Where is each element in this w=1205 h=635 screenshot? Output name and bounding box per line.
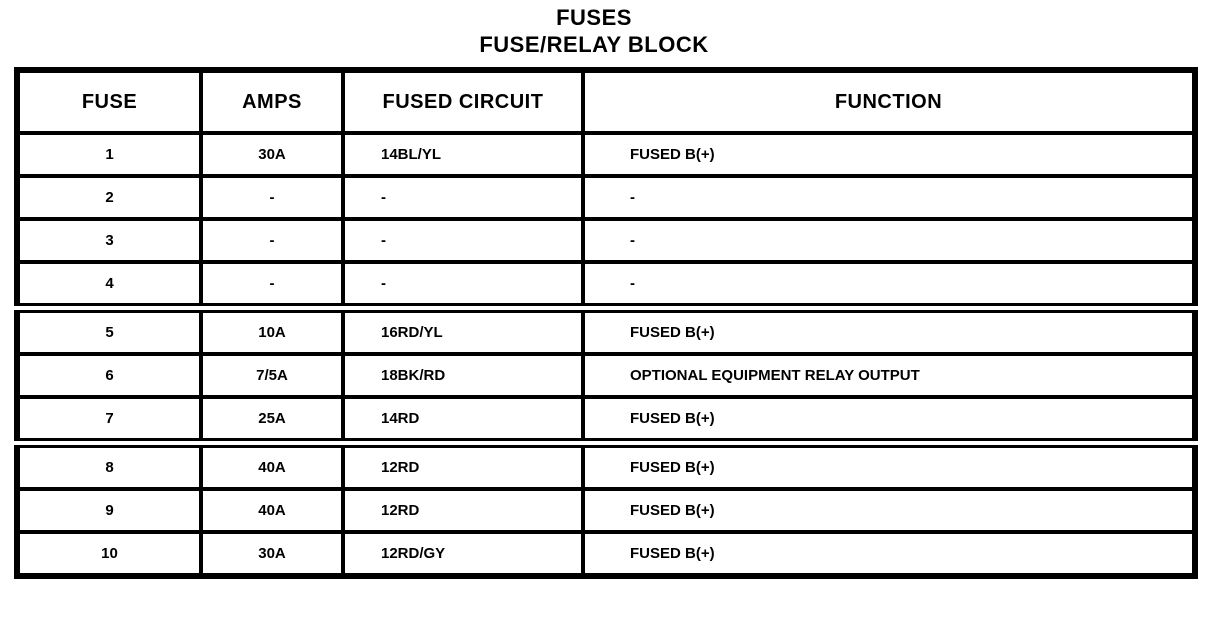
- function-cell: OPTIONAL EQUIPMENT RELAY OUTPUT: [581, 352, 1197, 399]
- fused-circuit-cell: 14BL/YL: [341, 131, 585, 178]
- function-cell: FUSED B(+): [581, 131, 1197, 178]
- amps-cell: 25A: [199, 395, 345, 445]
- table-header-row: FUSE AMPS FUSED CIRCUIT FUNCTION: [15, 68, 1197, 135]
- fuse-number-cell: 5: [15, 303, 203, 356]
- column-header-function: FUNCTION: [581, 68, 1197, 135]
- column-header-amps: AMPS: [199, 68, 345, 135]
- function-cell: FUSED B(+): [581, 530, 1197, 578]
- function-cell: FUSED B(+): [581, 395, 1197, 445]
- page-title: FUSES FUSE/RELAY BLOCK: [14, 5, 1174, 59]
- amps-cell: 30A: [199, 131, 345, 178]
- function-cell: FUSED B(+): [581, 438, 1197, 491]
- table-row: 3 - - -: [15, 217, 1197, 264]
- fused-circuit-cell: -: [341, 260, 585, 310]
- function-cell: FUSED B(+): [581, 303, 1197, 356]
- fused-circuit-cell: -: [341, 217, 585, 264]
- table-row: 9 40A 12RD FUSED B(+): [15, 487, 1197, 534]
- column-header-fused-circuit: FUSED CIRCUIT: [341, 68, 585, 135]
- table-row: 10 30A 12RD/GY FUSED B(+): [15, 530, 1197, 578]
- fused-circuit-cell: 14RD: [341, 395, 585, 445]
- amps-cell: 10A: [199, 303, 345, 356]
- column-header-fuse: FUSE: [15, 68, 203, 135]
- amps-cell: 40A: [199, 438, 345, 491]
- title-line-fuses: FUSES: [556, 5, 632, 30]
- fused-circuit-cell: 12RD: [341, 438, 585, 491]
- fuse-number-cell: 6: [15, 352, 203, 399]
- fused-circuit-cell: 12RD/GY: [341, 530, 585, 578]
- table-row: 5 10A 16RD/YL FUSED B(+): [15, 303, 1197, 356]
- fuse-number-cell: 3: [15, 217, 203, 264]
- amps-cell: 7/5A: [199, 352, 345, 399]
- table-row: 6 7/5A 18BK/RD OPTIONAL EQUIPMENT RELAY …: [15, 352, 1197, 399]
- fused-circuit-cell: 12RD: [341, 487, 585, 534]
- fused-circuit-cell: 16RD/YL: [341, 303, 585, 356]
- table-row: 1 30A 14BL/YL FUSED B(+): [15, 131, 1197, 178]
- table-row: 7 25A 14RD FUSED B(+): [15, 395, 1197, 445]
- fused-circuit-cell: -: [341, 174, 585, 221]
- fuse-number-cell: 9: [15, 487, 203, 534]
- fuse-number-cell: 4: [15, 260, 203, 310]
- fuse-number-cell: 1: [15, 131, 203, 178]
- function-cell: -: [581, 174, 1197, 221]
- function-cell: -: [581, 217, 1197, 264]
- table-row: 8 40A 12RD FUSED B(+): [15, 438, 1197, 491]
- title-line-fuse-relay-block: FUSE/RELAY BLOCK: [479, 31, 709, 57]
- table-row: 2 - - -: [15, 174, 1197, 221]
- fuse-number-cell: 2: [15, 174, 203, 221]
- fuse-number-cell: 10: [15, 530, 203, 578]
- function-cell: FUSED B(+): [581, 487, 1197, 534]
- fuse-number-cell: 8: [15, 438, 203, 491]
- fuse-relay-table: FUSE AMPS FUSED CIRCUIT FUNCTION 1 30A 1…: [14, 67, 1198, 579]
- fuse-number-cell: 7: [15, 395, 203, 445]
- fused-circuit-cell: 18BK/RD: [341, 352, 585, 399]
- function-cell: -: [581, 260, 1197, 310]
- fuse-table-body: 1 30A 14BL/YL FUSED B(+) 2 - - - 3 - - -…: [15, 131, 1197, 578]
- amps-cell: -: [199, 174, 345, 221]
- amps-cell: -: [199, 217, 345, 264]
- amps-cell: -: [199, 260, 345, 310]
- amps-cell: 30A: [199, 530, 345, 578]
- table-row: 4 - - -: [15, 260, 1197, 310]
- amps-cell: 40A: [199, 487, 345, 534]
